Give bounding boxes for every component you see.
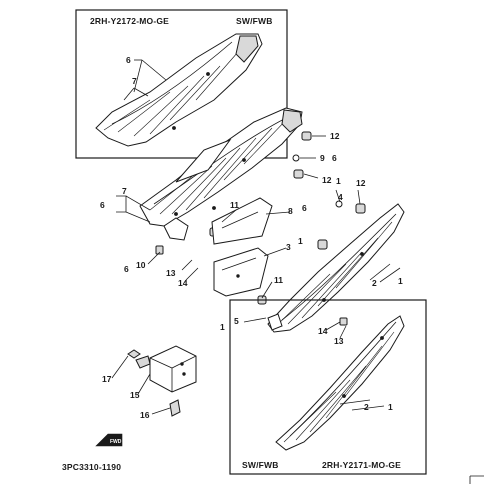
side-plate-lower [213, 247, 269, 297]
callout-numbers: 6 7 12 9 6 12 7 6 11 8 6 1 4 12 3 1 6 10… [100, 55, 403, 420]
callout-2-a: 2 [372, 278, 377, 288]
bottom-variant-part-code: 2RH-Y2171-MO-GE [322, 460, 401, 470]
rear-side-cover-right [267, 203, 405, 333]
top-variant-part-code: 2RH-Y2172-MO-GE [90, 16, 169, 26]
callout-2-b: 2 [364, 402, 369, 412]
callout-6-d: 6 [302, 203, 307, 213]
callout-13-b: 13 [334, 336, 344, 346]
bottom-variant-box: SW/FWB 2RH-Y2171-MO-GE [229, 299, 427, 475]
callout-14-b: 14 [318, 326, 328, 336]
relay-bracket [127, 345, 197, 417]
callout-14-a: 14 [178, 278, 188, 288]
top-variant-label: SW/FWB [236, 16, 273, 26]
grommets-main [155, 131, 312, 255]
rear-side-cover-left [139, 107, 303, 241]
figure-code: 3PC3310-1190 [62, 462, 121, 472]
callout-3: 3 [286, 242, 291, 252]
callout-17: 17 [102, 374, 112, 384]
callout-6-top: 6 [126, 55, 131, 65]
callout-11-a: 11 [230, 200, 239, 210]
callout-1-c: 1 [398, 276, 403, 286]
callout-12-c: 12 [356, 178, 366, 188]
callout-6-left: 6 [100, 200, 105, 210]
bottom-variant-label: SW/FWB [242, 460, 279, 470]
callout-1-a: 1 [336, 176, 341, 186]
callout-1-b: 1 [298, 236, 303, 246]
callout-15: 15 [130, 390, 140, 400]
side-plate-upper [211, 197, 273, 245]
side-cover-top-variant [95, 33, 263, 147]
forward-direction-arrow: FWD [95, 433, 123, 447]
callout-7-left: 7 [122, 186, 127, 196]
callout-6-e: 6 [124, 264, 129, 274]
leader-lines [111, 59, 401, 415]
fwd-label: FWD [110, 439, 122, 445]
callout-12-a: 12 [330, 131, 340, 141]
callout-7-top: 7 [132, 76, 137, 86]
callout-13-a: 13 [166, 268, 176, 278]
callout-6-b: 6 [332, 153, 337, 163]
callout-4: 4 [338, 192, 343, 202]
callout-8: 8 [288, 206, 293, 216]
callout-1-d: 1 [220, 322, 225, 332]
callout-9: 9 [320, 153, 325, 163]
callout-5: 5 [234, 316, 239, 326]
callout-16: 16 [140, 410, 150, 420]
callout-10: 10 [136, 260, 146, 270]
callout-12-b: 12 [322, 175, 332, 185]
callout-11-b: 11 [274, 275, 283, 285]
top-variant-box: 2RH-Y2172-MO-GE SW/FWB [75, 9, 288, 159]
callout-1-e: 1 [388, 402, 393, 412]
